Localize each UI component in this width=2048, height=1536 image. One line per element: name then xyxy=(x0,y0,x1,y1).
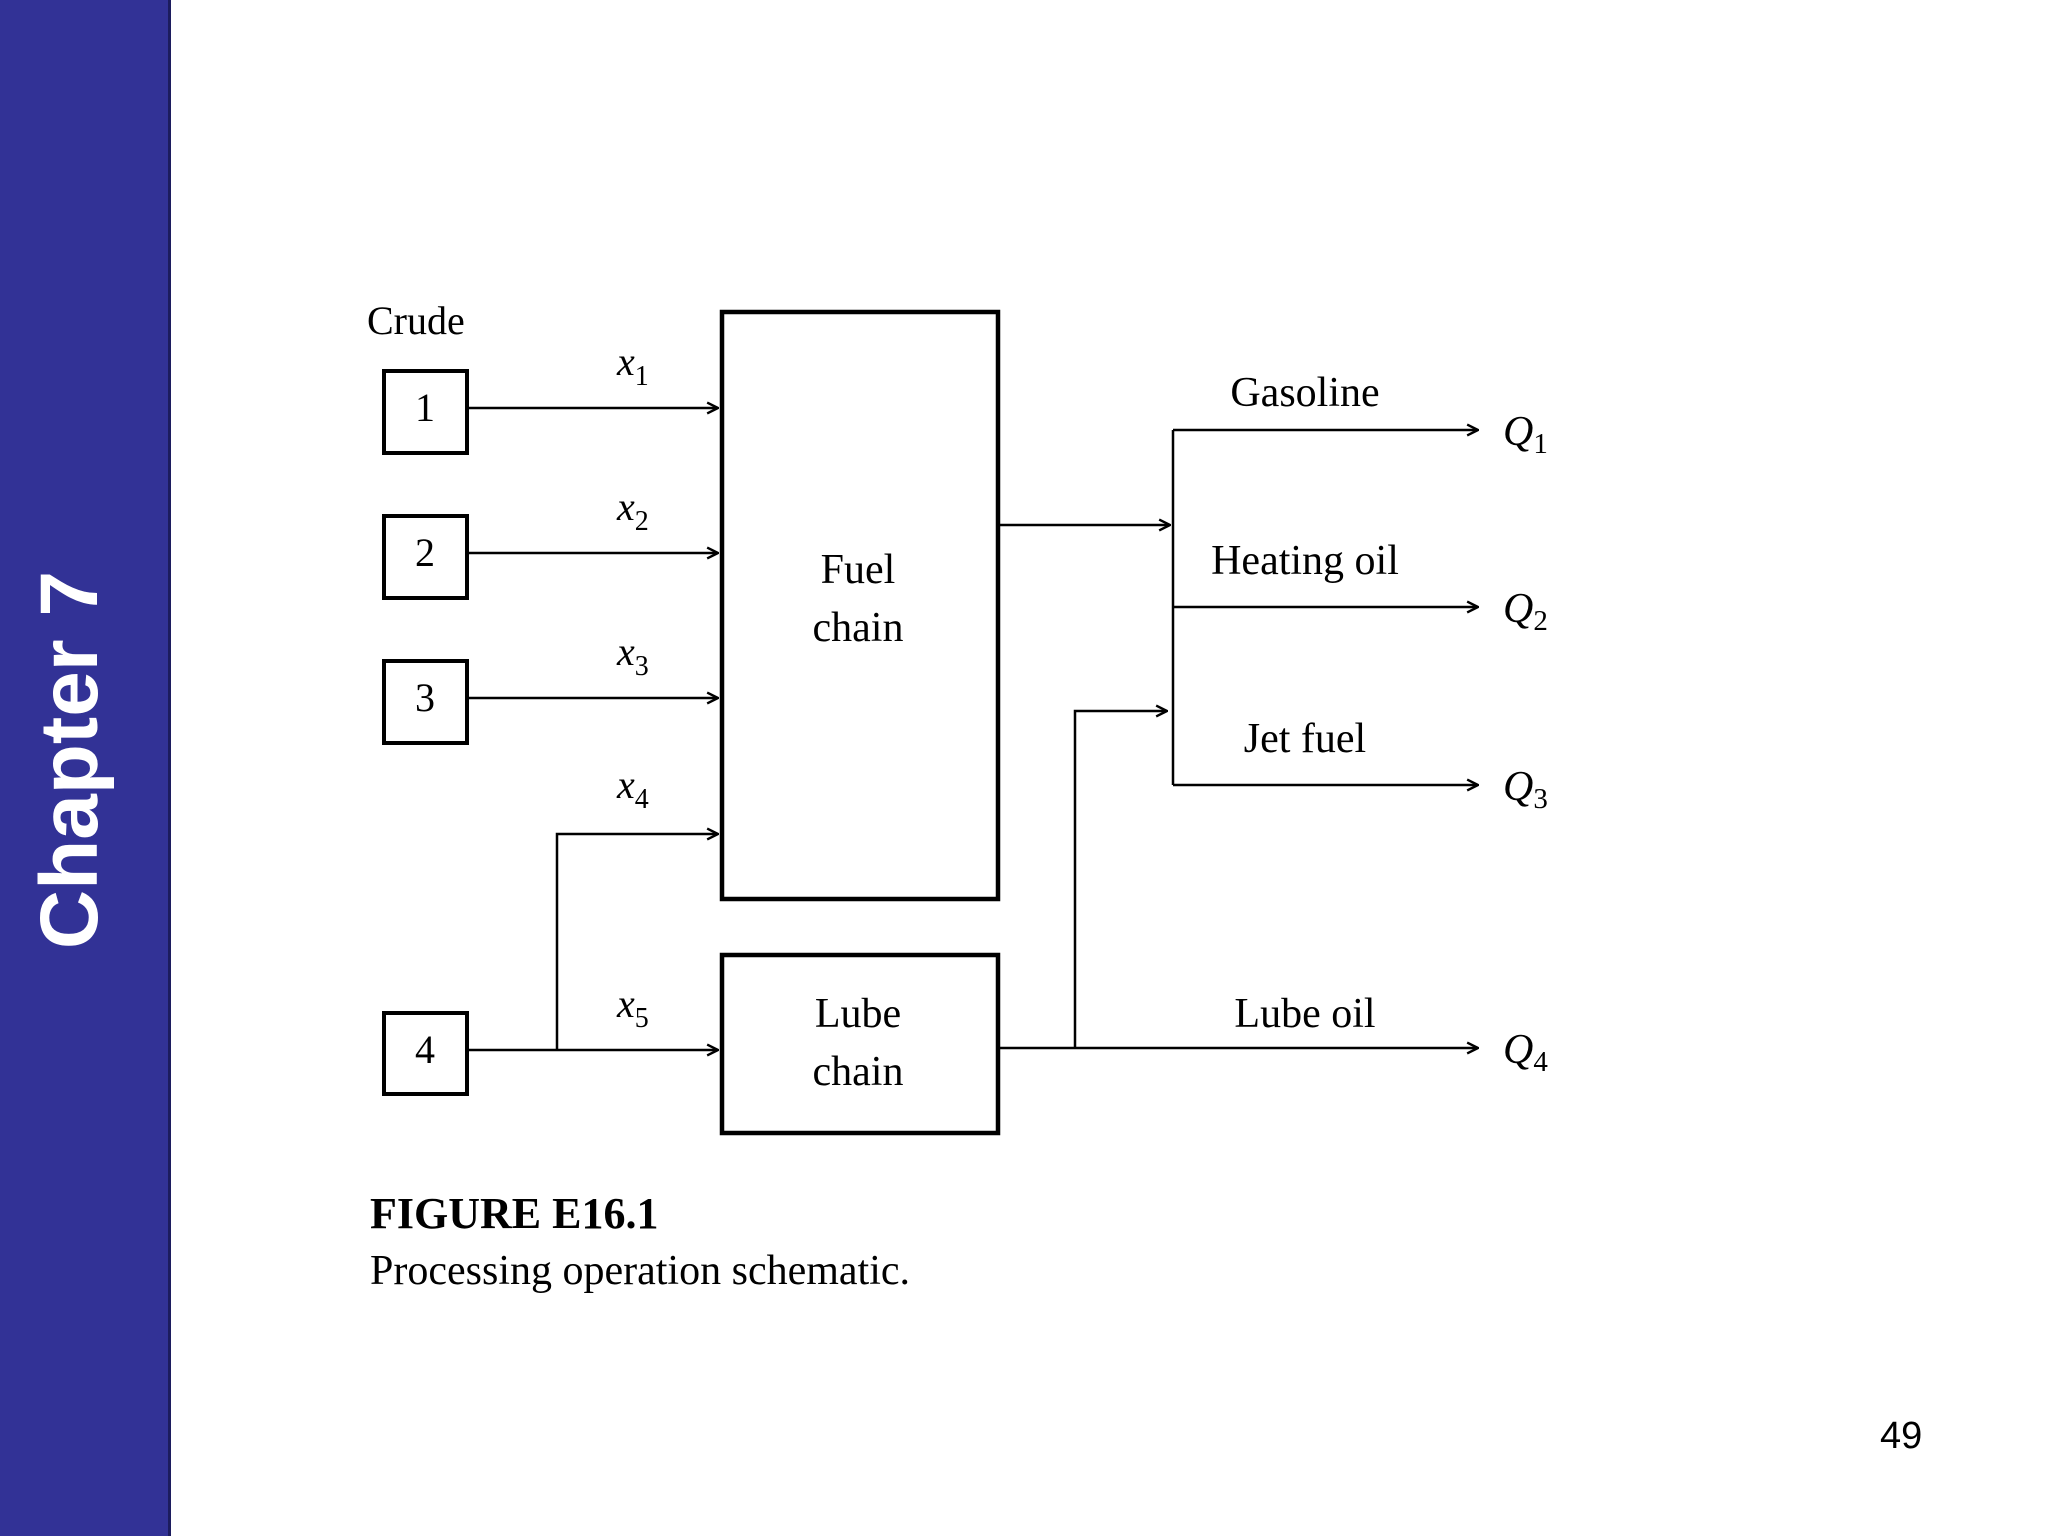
input-label-x3: x3 xyxy=(616,629,649,682)
crude-box-1 xyxy=(382,369,469,455)
lube-chain-label-1: Lube xyxy=(815,991,901,1037)
product-label-gasoline: Gasoline xyxy=(1230,370,1379,416)
figure-title: FIGURE E16.1 xyxy=(370,1189,658,1238)
chapter-sidebar: Chapter 7 xyxy=(0,0,171,1536)
fuel-chain-label-1: Fuel xyxy=(821,547,896,593)
crude-box-4 xyxy=(382,1011,469,1096)
output-label-q3: Q3 xyxy=(1503,764,1548,815)
product-label-heating-oil: Heating oil xyxy=(1211,538,1399,584)
lube-to-bus-arrow xyxy=(1073,711,1167,1048)
input-label-x5: x5 xyxy=(616,981,649,1034)
page-number: 49 xyxy=(1880,1415,1923,1457)
figure-caption: Processing operation schematic. xyxy=(370,1248,910,1294)
input-label-x1: x1 xyxy=(616,339,649,392)
output-label-q2: Q2 xyxy=(1503,586,1548,637)
fuel-chain-block xyxy=(719,309,1001,902)
fuel-chain-label-2: chain xyxy=(813,605,904,651)
output-label-q1: Q1 xyxy=(1503,409,1548,460)
crude-number-4: 4 xyxy=(415,1027,435,1072)
crude-number-2: 2 xyxy=(415,530,435,575)
product-label-jet-fuel: Jet fuel xyxy=(1244,716,1366,762)
lube-chain-block xyxy=(719,952,1001,1136)
crude-number-3: 3 xyxy=(415,675,435,720)
input-arrow-x4 xyxy=(555,834,718,1050)
crude-box-2 xyxy=(382,514,469,600)
crude-number-1: 1 xyxy=(415,385,435,430)
product-label-lube-oil: Lube oil xyxy=(1234,991,1375,1037)
lube-chain-label-2: chain xyxy=(813,1049,904,1095)
crude-label: Crude xyxy=(367,298,465,343)
output-label-q4: Q4 xyxy=(1503,1027,1548,1078)
input-label-x2: x2 xyxy=(616,484,649,537)
input-label-x4: x4 xyxy=(616,762,649,815)
crude-box-3 xyxy=(382,659,469,745)
